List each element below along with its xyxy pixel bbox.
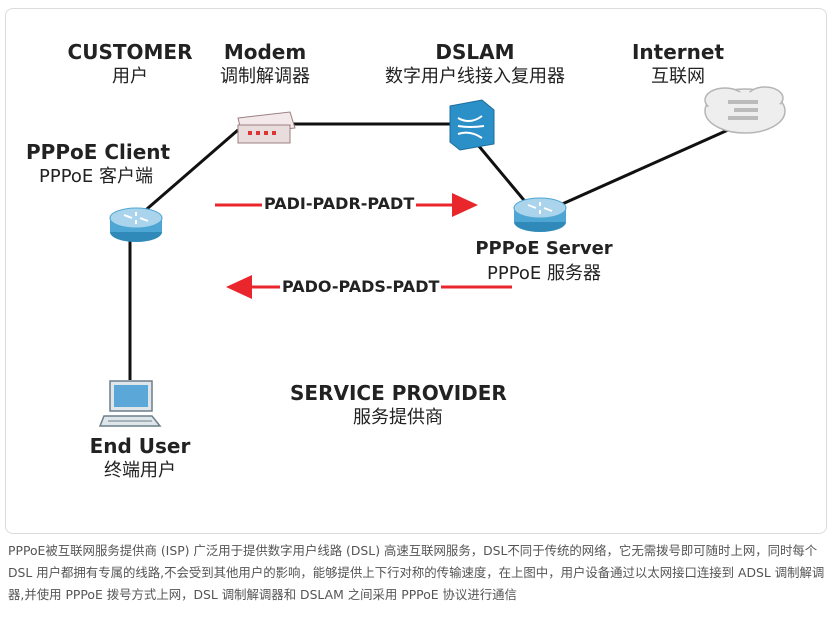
internet-cn: 互联网 <box>651 66 705 87</box>
modem-en: Modem <box>223 40 307 64</box>
service-provider-label: SERVICE PROVIDER 服务提供商 <box>290 381 507 431</box>
end-user-label: End User 终端用户 <box>70 434 210 484</box>
pppoe-server-label: PPPoE Server PPPoE 服务器 <box>474 237 614 287</box>
link-server-internet <box>559 128 729 207</box>
end-user-en: End User <box>89 434 191 458</box>
caption-text: PPPoE被互联网服务提供商 (ISP) 广泛用于提供数字用户线路 (DSL) … <box>8 543 825 602</box>
end-user-cn: 终端用户 <box>104 460 176 481</box>
service-provider-en: SERVICE PROVIDER <box>290 381 507 405</box>
internet-label: Internet 互联网 <box>618 40 738 90</box>
pppoe-server-router-icon <box>513 197 567 232</box>
pppoe-client-en: PPPoE Client <box>26 140 171 164</box>
pppoe-client-cn: PPPoE 客户端 <box>38 166 154 187</box>
end-user-computer-icon <box>98 380 162 427</box>
pppoe-server-en: PPPoE Server <box>475 238 613 259</box>
customer-cn: 用户 <box>112 66 148 87</box>
pppoe-client-label: PPPoE Client PPPoE 客户端 <box>26 140 171 190</box>
dslam-cn: 数字用户线接入复用器 <box>385 66 565 87</box>
dslam-en: DSLAM <box>435 40 515 64</box>
modem-icon <box>237 111 296 144</box>
request-flow-label: PADI-PADR-PADT <box>262 194 417 214</box>
modem-label: Modem 调制解调器 <box>195 40 335 90</box>
customer-label: CUSTOMER 用户 <box>60 40 200 90</box>
reply-flow-label: PADO-PADS-PADT <box>280 277 442 297</box>
link-client-modem <box>139 128 239 217</box>
service-provider-cn: 服务提供商 <box>353 407 443 428</box>
diagram-frame <box>5 8 827 534</box>
pppoe-server-cn: PPPoE 服务器 <box>486 263 602 284</box>
modem-cn: 调制解调器 <box>220 66 310 87</box>
dslam-label: DSLAM 数字用户线接入复用器 <box>370 40 580 90</box>
dslam-icon <box>449 99 495 151</box>
customer-en: CUSTOMER <box>67 40 193 64</box>
pppoe-client-router-icon <box>109 207 163 242</box>
link-dslam-server <box>476 144 530 206</box>
internet-en: Internet <box>631 40 725 64</box>
internet-cloud-icon <box>704 86 786 134</box>
